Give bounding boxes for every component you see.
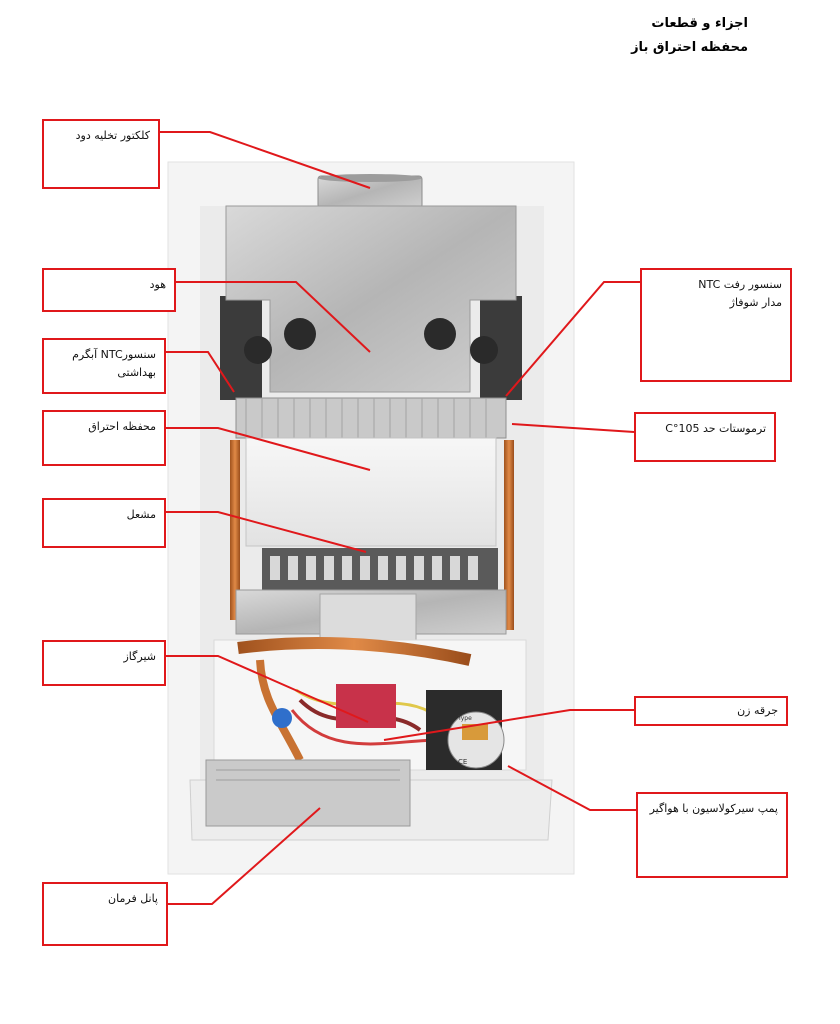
label-ignition: جرقه زن	[634, 696, 788, 726]
leader-gas-valve	[166, 655, 369, 723]
label-thermostat-text: ترموستات حد 105°C	[665, 422, 766, 435]
label-hood: هود	[42, 268, 176, 312]
leader-ntc-dhw	[166, 351, 235, 393]
leader-control-panel	[168, 807, 321, 905]
hood-vent-right	[424, 318, 456, 350]
leader-flue-collector	[160, 131, 371, 189]
leader-pump	[507, 765, 636, 811]
blue-fitting	[272, 708, 292, 728]
right-copper-pipe	[504, 440, 514, 630]
label-burner: مشعل	[42, 498, 166, 548]
label-control-panel-text: پانل فرمان	[108, 892, 158, 905]
label-flue-collector: کلکتور تخلیه دود	[42, 119, 160, 189]
label-combustion-chamber: محفظه احتراق	[42, 410, 166, 466]
label-circulation-pump-text: پمپ سیرکولاسیون با هواگیر	[649, 802, 778, 815]
leader-ntc-heating	[505, 281, 640, 397]
control-board	[205, 759, 411, 827]
left-dark-panel	[220, 296, 262, 400]
leader-burner	[166, 511, 367, 553]
label-gas-valve: شیرگاز	[42, 640, 166, 686]
leader-hood	[176, 281, 371, 353]
label-ntc-heating: سنسور رفت NTC مدار شوفاژ	[640, 268, 792, 382]
label-flue-collector-text: کلکتور تخلیه دود	[75, 129, 150, 142]
label-control-panel: پانل فرمان	[42, 882, 168, 946]
label-ignition-text: جرقه زن	[737, 704, 778, 717]
combustion-chamber	[245, 437, 497, 547]
label-ntc-dhw: سنسورNTC آبگرم بهداشتی	[42, 338, 166, 394]
page-subtitle: محفظه احتراق باز	[631, 40, 748, 55]
copper-loop	[237, 637, 472, 666]
page-title: اجزاء و قطعات	[651, 16, 748, 31]
right-dark-panel	[480, 296, 522, 400]
leader-combustion-chamber	[166, 427, 371, 471]
leader-ignition	[383, 709, 634, 741]
label-ntc-dhw-text: سنسورNTC آبگرم بهداشتی	[72, 348, 156, 379]
ce-mark: CE	[458, 758, 467, 766]
label-hood-text: هود	[149, 278, 166, 291]
label-ntc-heating-line2: مدار شوفاژ	[729, 295, 782, 309]
label-combustion-chamber-text: محفظه احتراق	[88, 420, 156, 433]
hood-vent-left	[284, 318, 316, 350]
label-ntc-heating-line1: سنسور رفت NTC	[698, 278, 782, 291]
heat-exchanger	[235, 397, 507, 439]
pump-type-label: Type	[457, 715, 472, 722]
leader-thermostat	[511, 423, 635, 433]
label-burner-text: مشعل	[126, 508, 156, 521]
label-thermostat: ترموستات حد 105°C	[634, 412, 776, 462]
label-circulation-pump: پمپ سیرکولاسیون با هواگیر	[636, 792, 788, 878]
label-gas-valve-text: شیرگاز	[123, 650, 156, 663]
left-copper-pipe	[230, 440, 240, 620]
